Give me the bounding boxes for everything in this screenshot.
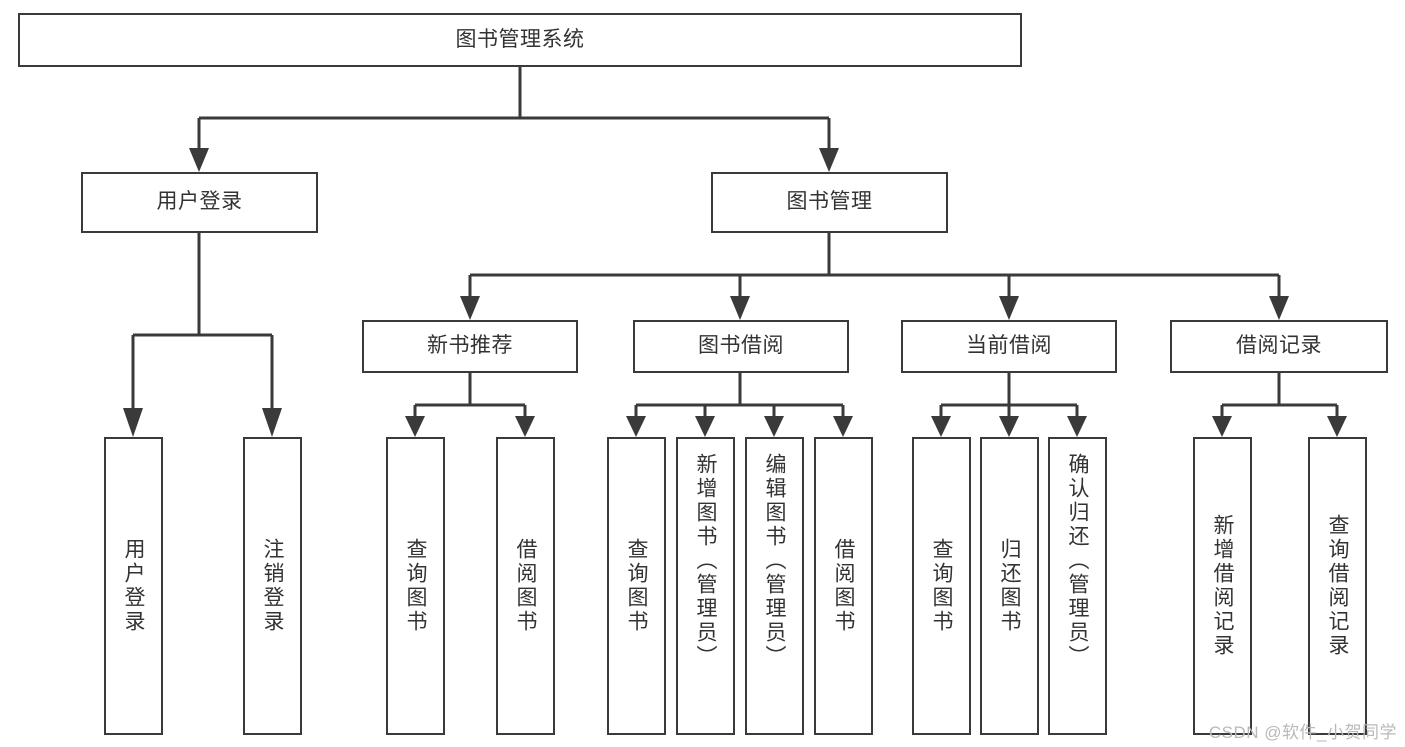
- leaf-new-book-query-label: 查询图书: [404, 538, 427, 634]
- leaf-book-borrow-add[interactable]: 新增图书（管理员）: [676, 437, 735, 735]
- leaf-book-borrow-query[interactable]: 查询图书: [607, 437, 666, 735]
- leaf-new-book-borrow-label: 借阅图书: [514, 538, 537, 634]
- leaf-book-borrow-edit[interactable]: 编辑图书（管理员）: [745, 437, 804, 735]
- node-root[interactable]: 图书管理系统: [18, 13, 1022, 67]
- leaf-new-book-query[interactable]: 查询图书: [386, 437, 445, 735]
- node-book-management-label: 图书管理: [786, 190, 873, 214]
- node-book-borrow[interactable]: 图书借阅: [633, 320, 849, 373]
- csdn-watermark: CSDN @软件_小贺同学: [1208, 723, 1397, 742]
- leaf-current-borrow-query[interactable]: 查询图书: [912, 437, 971, 735]
- leaf-book-borrow-add-label: 新增图书（管理员）: [694, 453, 717, 669]
- node-user-login-label: 用户登录: [156, 190, 243, 214]
- leaf-book-borrow-query-label: 查询图书: [625, 538, 648, 634]
- leaf-user-login-login[interactable]: 用户登录: [104, 437, 163, 735]
- leaf-borrow-record-query-label: 查询借阅记录: [1326, 514, 1349, 658]
- node-book-borrow-label: 图书借阅: [698, 334, 784, 358]
- leaf-book-borrow-borrow-label: 借阅图书: [832, 538, 855, 634]
- node-borrow-record[interactable]: 借阅记录: [1170, 320, 1388, 373]
- leaf-current-borrow-query-label: 查询图书: [930, 538, 953, 634]
- leaf-borrow-record-query[interactable]: 查询借阅记录: [1308, 437, 1367, 735]
- leaf-borrow-record-add-label: 新增借阅记录: [1211, 514, 1234, 658]
- leaf-user-login-login-label: 用户登录: [122, 538, 145, 634]
- node-book-management[interactable]: 图书管理: [711, 172, 948, 233]
- leaf-current-borrow-return-label: 归还图书: [998, 538, 1021, 634]
- leaf-borrow-record-add[interactable]: 新增借阅记录: [1193, 437, 1252, 735]
- leaf-current-borrow-return[interactable]: 归还图书: [980, 437, 1039, 735]
- node-borrow-record-label: 借阅记录: [1236, 334, 1322, 358]
- node-user-login[interactable]: 用户登录: [81, 172, 318, 233]
- node-root-label: 图书管理系统: [455, 27, 585, 51]
- node-current-borrow[interactable]: 当前借阅: [901, 320, 1117, 373]
- leaf-new-book-borrow[interactable]: 借阅图书: [496, 437, 555, 735]
- leaf-current-borrow-confirm-label: 确认归还（管理员）: [1066, 453, 1089, 669]
- node-new-book-recommend-label: 新书推荐: [427, 334, 513, 358]
- leaf-current-borrow-confirm[interactable]: 确认归还（管理员）: [1048, 437, 1107, 735]
- leaf-book-borrow-edit-label: 编辑图书（管理员）: [763, 453, 786, 669]
- leaf-user-login-logout[interactable]: 注销登录: [243, 437, 302, 735]
- node-new-book-recommend[interactable]: 新书推荐: [362, 320, 578, 373]
- leaf-book-borrow-borrow[interactable]: 借阅图书: [814, 437, 873, 735]
- leaf-user-login-logout-label: 注销登录: [261, 538, 284, 634]
- node-current-borrow-label: 当前借阅: [966, 334, 1052, 358]
